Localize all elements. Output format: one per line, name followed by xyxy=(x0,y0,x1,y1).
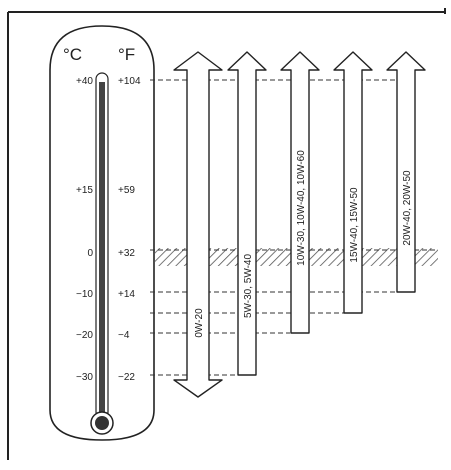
grade-arrow xyxy=(228,52,266,375)
grade-arrow xyxy=(174,52,222,397)
grade-label: 20W-40, 20W-50 xyxy=(402,170,413,246)
celsius-unit-label: °C xyxy=(63,45,82,64)
celsius-tick-label: −20 xyxy=(76,330,93,341)
celsius-tick-label: −10 xyxy=(76,289,93,300)
fahrenheit-tick-label: +59 xyxy=(118,185,135,196)
grade-label: 0W-20 xyxy=(194,308,205,338)
fahrenheit-tick-label: +14 xyxy=(118,289,135,300)
fahrenheit-unit-label: °F xyxy=(118,45,135,64)
fahrenheit-tick-label: −22 xyxy=(118,372,135,383)
grade-label: 5W-30, 5W-40 xyxy=(243,254,254,319)
fahrenheit-tick-label: +104 xyxy=(118,76,141,87)
thermometer xyxy=(50,26,154,440)
celsius-tick-label: −30 xyxy=(76,372,93,383)
fahrenheit-tick-label: +32 xyxy=(118,248,135,259)
grade-arrow xyxy=(334,52,372,313)
celsius-tick-label: 0 xyxy=(87,248,93,259)
celsius-tick-label: +15 xyxy=(76,185,93,196)
grade-label: 10W-30, 10W-40, 10W-60 xyxy=(296,150,307,266)
celsius-tick-label: +40 xyxy=(76,76,93,87)
fahrenheit-tick-label: −4 xyxy=(118,330,130,341)
grade-label: 15W-40, 15W-50 xyxy=(349,187,360,263)
